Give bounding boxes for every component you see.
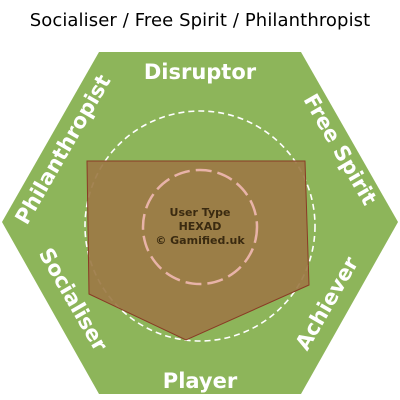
inner-dashed-circle — [141, 168, 259, 286]
side-label-player: Player — [163, 369, 238, 393]
side-label-disruptor: Disruptor — [144, 60, 257, 84]
center-label-line2: HEXAD — [179, 220, 222, 233]
outer-dashed-circle — [84, 110, 316, 342]
center-label-line1: User Type — [170, 206, 231, 219]
center-label-line3: © Gamified.uk — [155, 234, 245, 247]
diagram-title: Socialiser / Free Spirit / Philanthropis… — [29, 10, 371, 31]
